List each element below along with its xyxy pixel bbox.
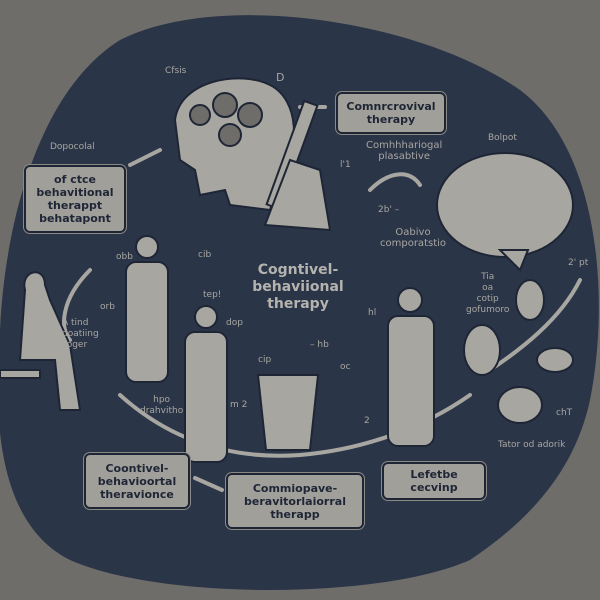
brain xyxy=(436,152,574,258)
arrow-top-left xyxy=(128,148,162,167)
label-m2: m 2 xyxy=(230,400,248,410)
label-d: D xyxy=(276,71,285,84)
brain-gear xyxy=(189,104,211,126)
label-hpo: hpo drahvitho xyxy=(140,395,184,416)
coin-stack xyxy=(463,324,501,376)
label-oabive: Oabivo comporatstio xyxy=(380,227,447,249)
label-tep: tep! xyxy=(203,290,222,300)
cycle-arrow-right xyxy=(488,278,582,372)
label-hb: – hb xyxy=(310,340,329,350)
cycle-arrow-left xyxy=(62,268,92,342)
box-top-left: of ctce behavitional therappt behatapont xyxy=(24,165,126,233)
hand xyxy=(263,158,332,232)
person-head xyxy=(135,235,159,259)
label-cht: chT xyxy=(556,408,573,418)
person-head xyxy=(194,305,218,329)
double-arrow-bottom xyxy=(193,476,224,492)
standing-person xyxy=(387,315,435,447)
standing-person xyxy=(184,331,228,463)
person-head xyxy=(397,287,423,313)
box-bottom-center: Commiopave- beravitorlaiorral therapp xyxy=(226,473,364,529)
label-obb: obb xyxy=(116,252,133,262)
label-hl: hl xyxy=(368,308,377,318)
label-a-tind: A tind doatiing soger xyxy=(62,318,99,350)
brain-gear xyxy=(212,92,238,118)
center-title: Cogntivel- behaviional therapy xyxy=(252,262,344,312)
label-oc: oc xyxy=(340,362,351,372)
standing-person xyxy=(125,261,169,383)
bucket xyxy=(256,374,320,451)
label-comb: Comhhhariogal plasabtive xyxy=(366,140,443,162)
stool xyxy=(0,369,41,379)
background-blob xyxy=(0,15,599,590)
label-pt: 2' pt xyxy=(568,258,589,268)
label-dopocial: Dopocolal xyxy=(50,142,95,152)
coin-stack xyxy=(515,279,545,321)
coin-stack xyxy=(536,347,574,373)
box-top-right: Comnrcrovival therapy xyxy=(336,92,446,134)
arrow-curve xyxy=(368,172,422,192)
label-tator: Tator od adorik xyxy=(498,440,566,450)
coin-stack xyxy=(497,386,543,424)
label-tia: Tia oa cotip gofumoro xyxy=(466,272,510,315)
brain-gear xyxy=(218,123,242,147)
seated-man xyxy=(18,271,82,411)
label-orb: orb xyxy=(100,302,115,312)
label-bolpot: Bolpot xyxy=(488,133,517,143)
label-cib: cib xyxy=(198,250,212,260)
label-two: 2 xyxy=(364,416,370,426)
label-cip: cip xyxy=(258,355,272,365)
brain-gear xyxy=(237,102,263,128)
box-bottom-left: Coontivel- behavioortal theravionce xyxy=(84,453,190,509)
label-cfsis: Cfsis xyxy=(165,66,187,76)
brain-stem xyxy=(497,249,530,272)
box-bottom-right: Lefetbe cecvinp xyxy=(382,462,486,500)
label-dop: dop xyxy=(226,318,243,328)
label-2b: 2b' – xyxy=(378,205,400,215)
label-l1: l'1 xyxy=(340,160,351,170)
